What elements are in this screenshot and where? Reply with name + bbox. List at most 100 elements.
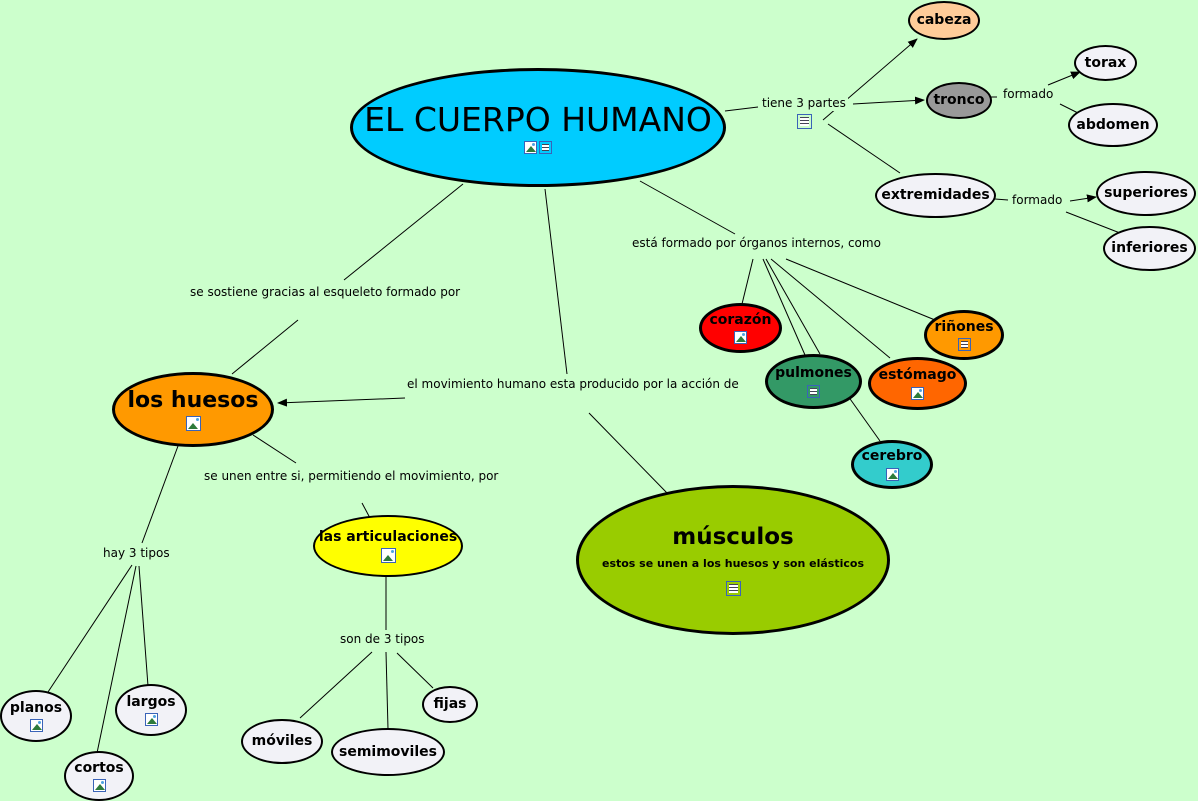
connector-huesos-tipos (141, 445, 179, 544)
concept-label: superiores (1104, 185, 1188, 202)
image-icon[interactable] (144, 713, 158, 727)
concept-cerebro[interactable]: cerebro (851, 440, 933, 489)
note-icon[interactable] (725, 581, 741, 597)
link-se-unen: se unen entre si, permitiendo el movimie… (202, 469, 501, 484)
image-icon[interactable] (380, 548, 396, 564)
concept-title: EL CUERPO HUMANO (364, 99, 712, 139)
image-icon[interactable] (524, 141, 537, 155)
concept-label: riñones (934, 318, 994, 335)
connector-to-rinones (785, 258, 936, 321)
concept-moviles[interactable]: móviles (241, 719, 323, 764)
concept-label: tronco (933, 92, 985, 109)
connector-cuerpo-esqueleto (343, 183, 464, 281)
concept-los-huesos[interactable]: los huesos (112, 372, 274, 447)
connector-cuerpo-movimiento (544, 188, 568, 375)
concept-rinones[interactable]: riñones (924, 310, 1004, 360)
image-icon[interactable] (29, 719, 43, 733)
connector-to-estomago (770, 258, 891, 359)
concept-label: largos (126, 693, 176, 710)
connector-to-pulmones (762, 258, 806, 356)
arrow-to-huesos (277, 397, 406, 407)
image-icon[interactable] (185, 416, 201, 432)
concept-label: abdomen (1076, 116, 1150, 133)
concept-label: cortos (74, 759, 124, 776)
concept-label: corazón (709, 311, 772, 328)
resource-icons (380, 548, 396, 564)
connector-extremidades-formado (994, 198, 1009, 201)
connector-cuerpo-partes (724, 106, 759, 112)
concept-torax[interactable]: torax (1074, 45, 1137, 81)
concept-label: pulmones (775, 365, 852, 382)
resource-icons (957, 338, 971, 352)
concept-label: músculos (672, 523, 794, 550)
note-icon[interactable] (957, 338, 971, 352)
connector-to-cortos (96, 565, 137, 754)
concept-cuerpo-humano[interactable]: EL CUERPO HUMANO (350, 68, 726, 187)
arrow-to-superiores (1069, 194, 1097, 203)
concept-label: cerebro (861, 448, 923, 465)
concept-label: móviles (251, 733, 313, 750)
link-esqueleto: se sostiene gracias al esqueleto formado… (188, 285, 463, 300)
link-organos: está formado por órganos internos, como (630, 236, 883, 251)
link-son-de-3-tipos: son de 3 tipos (338, 632, 427, 647)
link-movimiento: el movimiento humano esta producido por … (405, 377, 741, 392)
concept-estomago[interactable]: estómago (868, 357, 967, 410)
note-icon[interactable] (539, 141, 552, 155)
connector-cuerpo-organos (639, 180, 736, 235)
resource-icons (734, 331, 747, 345)
connector-to-planos (47, 564, 133, 693)
concept-label: estómago (878, 367, 957, 384)
link-formado-tronco: formado (1001, 87, 1056, 102)
connector-to-pulmones-2 (765, 258, 821, 355)
concept-semimoviles[interactable]: semimoviles (331, 728, 445, 776)
concept-label: semimoviles (339, 743, 437, 760)
resource-icons (144, 713, 158, 727)
connector-to-largos (138, 565, 149, 687)
image-icon[interactable] (911, 386, 924, 400)
connector-huesos-seunen (252, 434, 297, 464)
image-icon[interactable] (92, 779, 106, 793)
concept-abdomen[interactable]: abdomen (1068, 103, 1158, 147)
concept-extremidades[interactable]: extremidades (875, 173, 996, 218)
concept-corazon[interactable]: corazón (699, 303, 782, 353)
connector-to-moviles (299, 651, 373, 719)
image-icon[interactable] (734, 331, 747, 345)
connector-to-corazon (741, 258, 754, 305)
connector-to-inferiores (1065, 211, 1121, 234)
link-formado-extremidades: formado (1010, 193, 1065, 208)
resource-icons (885, 467, 899, 481)
concept-largos[interactable]: largos (115, 684, 187, 736)
concept-musculos[interactable]: músculos estos se unen a los huesos y so… (576, 485, 890, 635)
connector-to-extremidades (827, 123, 901, 174)
concept-las-articulaciones[interactable]: las articulaciones (313, 515, 463, 577)
concept-tronco[interactable]: tronco (926, 82, 992, 119)
resource-icons (29, 719, 43, 733)
concept-label: extremidades (881, 187, 990, 204)
resource-icons (185, 416, 201, 432)
connector-to-musculos (588, 412, 669, 495)
concept-planos[interactable]: planos (0, 690, 72, 742)
concept-label: las articulaciones (318, 528, 458, 545)
connector-to-fijas (396, 652, 434, 689)
concept-label: torax (1084, 54, 1127, 71)
concept-fijas[interactable]: fijas (422, 686, 478, 723)
link-hay-3-tipos: hay 3 tipos (101, 546, 172, 561)
concept-label: planos (9, 699, 63, 716)
connector-pulmones-cerebro (847, 395, 881, 442)
note-icon[interactable] (797, 114, 812, 129)
concept-cabeza[interactable]: cabeza (908, 1, 980, 40)
image-icon[interactable] (885, 467, 899, 481)
concept-superiores[interactable]: superiores (1096, 171, 1196, 216)
concept-inferiores[interactable]: inferiores (1103, 226, 1196, 271)
concept-label: fijas (433, 696, 467, 713)
concept-cortos[interactable]: cortos (64, 751, 134, 801)
resource-icons (524, 141, 552, 155)
arrow-to-torax (1047, 71, 1081, 86)
connector-to-semimoviles (385, 651, 389, 730)
arrow-to-tronco (852, 96, 925, 105)
note-icon[interactable] (807, 384, 820, 398)
concept-label: inferiores (1111, 240, 1188, 257)
resource-icons (911, 386, 924, 400)
concept-pulmones[interactable]: pulmones (765, 354, 862, 409)
